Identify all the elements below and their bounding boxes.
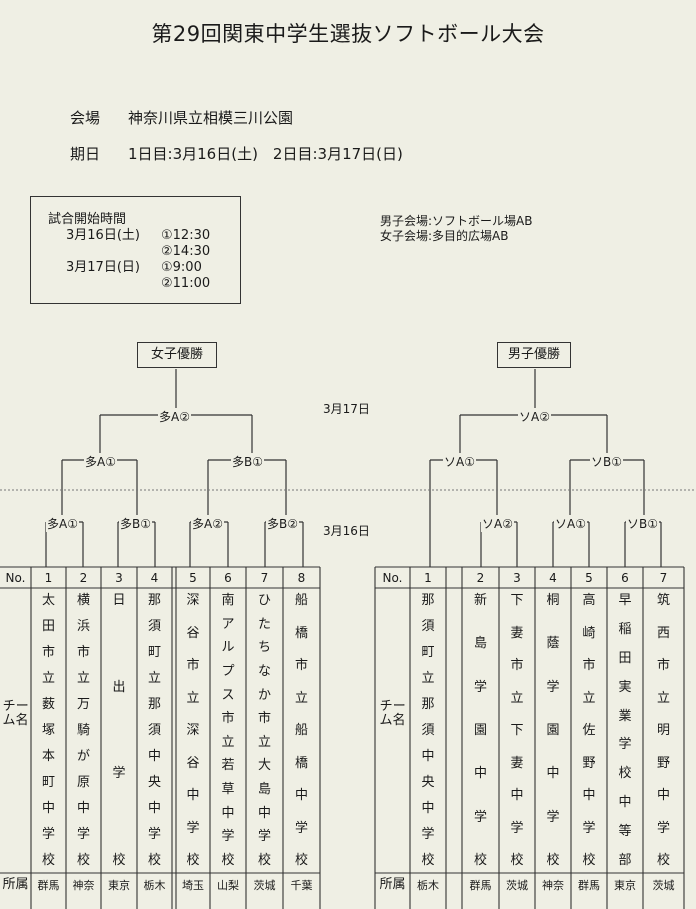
boys-team-no: 7 bbox=[659, 571, 668, 585]
girls-team-no: 3 bbox=[115, 571, 123, 585]
boys-team-pref: 栃木 bbox=[417, 879, 439, 892]
boys-team-label: チーム名 bbox=[379, 699, 406, 728]
boys-team-name: 桐蔭学園中学校 bbox=[546, 593, 560, 868]
boys-r1-2-node: ソA① bbox=[554, 515, 587, 532]
girls-team-name: ひたちなか市立大島中学校 bbox=[257, 593, 271, 868]
girls-r1-4-node: 多B② bbox=[266, 515, 299, 532]
girls-no-header: No. bbox=[5, 571, 26, 585]
boys-r1-3-node: ソB① bbox=[626, 515, 659, 532]
date-value: 1日目:3月16日(土) 2日目:3月17日(日) bbox=[128, 145, 403, 163]
boys-hall: 男子会場:ソフトボール場AB bbox=[380, 214, 533, 228]
girls-winner-box: 女子優勝 bbox=[137, 342, 217, 368]
girls-team-name: 船橋市立船橋中学校 bbox=[294, 593, 308, 868]
girls-team-no: 6 bbox=[224, 571, 232, 585]
boys-pref-label: 所属 bbox=[379, 877, 406, 892]
girls-r1-3-node: 多A② bbox=[191, 515, 224, 532]
boys-semi-1-node: ソA① bbox=[443, 453, 476, 470]
day1-slot-1: ①12:30 bbox=[161, 228, 211, 243]
girls-team-pref: 千葉 bbox=[290, 879, 313, 892]
boys-team-no: 4 bbox=[549, 571, 557, 585]
boys-team-pref: 神奈 bbox=[542, 879, 564, 892]
girls-r1-1-node: 多A① bbox=[46, 515, 79, 532]
start-times-heading: 試合開始時間 bbox=[48, 212, 127, 227]
day1-date: 3月16日(土) bbox=[66, 228, 140, 243]
girls-team-name: 深谷市立深谷中学校 bbox=[186, 593, 200, 868]
girls-team-no: 2 bbox=[79, 571, 88, 585]
girls-team-pref: 群馬 bbox=[37, 879, 60, 892]
boys-winner-box: 男子優勝 bbox=[497, 342, 571, 368]
day2-date: 3月17日(日) bbox=[66, 260, 140, 275]
boys-team-pref: 群馬 bbox=[469, 879, 492, 892]
girls-pref-label: 所属 bbox=[2, 877, 29, 892]
boys-final-node: ソA② bbox=[518, 408, 551, 425]
boys-team-name: 下妻市立下妻中学校 bbox=[510, 593, 524, 868]
boys-team-no: 6 bbox=[621, 571, 629, 585]
boys-team-no: 5 bbox=[585, 571, 593, 585]
girls-team-pref: 埼玉 bbox=[182, 879, 204, 892]
boys-team-name: 那須町立那須中央中学校 bbox=[421, 593, 435, 868]
girls-team-no: 5 bbox=[189, 571, 197, 585]
boys-team-no: 2 bbox=[476, 571, 485, 585]
girls-r1-2-node: 多B① bbox=[119, 515, 152, 532]
girls-team-name: 日出学校 bbox=[112, 593, 126, 868]
girls-semi-1-node: 多A① bbox=[84, 453, 117, 470]
girls-team-no: 8 bbox=[297, 571, 306, 585]
girls-team-name: 南アルプス市立若草中学校 bbox=[221, 593, 235, 868]
day2-slot-2: ②11:00 bbox=[161, 276, 211, 291]
girls-team-name: 横浜市立万騎が原中学校 bbox=[76, 593, 90, 868]
girls-team-label: チーム名 bbox=[2, 699, 29, 728]
girls-team-pref: 東京 bbox=[108, 879, 130, 892]
boys-team-name: 高崎市立佐野中学校 bbox=[582, 593, 596, 868]
boys-team-no: 1 bbox=[424, 571, 432, 585]
venue-label: 会場 bbox=[70, 109, 101, 127]
venue-line: 会場 神奈川県立相模三川公園 bbox=[70, 107, 293, 128]
boys-team-pref: 茨城 bbox=[652, 879, 675, 892]
girls-semi-2-node: 多B① bbox=[231, 453, 264, 470]
boys-team-name: 早稲田実業学校中等部 bbox=[618, 593, 632, 868]
venue-value: 神奈川県立相模三川公園 bbox=[128, 109, 294, 127]
halls-info: 男子会場:ソフトボール場AB 女子会場:多目的広場AB bbox=[380, 214, 533, 244]
girls-team-pref: 茨城 bbox=[253, 879, 276, 892]
day1-slot-2: ②14:30 bbox=[161, 244, 211, 259]
girls-team-name: 那須町立那須中央中学校 bbox=[147, 593, 161, 868]
date-line: 期日 1日目:3月16日(土) 2日目:3月17日(日) bbox=[70, 143, 403, 164]
girls-team-no: 1 bbox=[44, 571, 53, 585]
girls-team-no: 4 bbox=[150, 571, 159, 585]
girls-team-name: 太田市立薮塚本町中学校 bbox=[41, 593, 55, 868]
day2-slot-1: ①9:00 bbox=[161, 260, 202, 275]
boys-team-name: 新島学園中学校 bbox=[473, 593, 487, 868]
final-day-label: 3月17日 bbox=[323, 402, 370, 416]
girls-hall: 女子会場:多目的広場AB bbox=[380, 229, 509, 243]
boys-team-no: 3 bbox=[513, 571, 521, 585]
boys-team-pref: 群馬 bbox=[578, 879, 600, 892]
boys-team-pref: 茨城 bbox=[506, 879, 528, 892]
boys-team-name: 筑西市立明野中学校 bbox=[656, 593, 670, 868]
boys-team-pref: 東京 bbox=[614, 879, 636, 892]
start-times-box: 試合開始時間 3月16日(土) ①12:30 ②14:30 3月17日(日) ①… bbox=[30, 196, 241, 304]
boys-semi-2-node: ソB① bbox=[590, 453, 623, 470]
girls-team-pref: 神奈 bbox=[72, 879, 95, 892]
page-title: 第29回関東中学生選抜ソフトボール大会 bbox=[151, 22, 545, 46]
boys-no-header: No. bbox=[382, 571, 403, 585]
girls-final-node: 多A② bbox=[158, 408, 191, 425]
girls-team-no: 7 bbox=[260, 571, 269, 585]
girls-team-pref: 栃木 bbox=[143, 879, 166, 892]
boys-r1-1-node: ソA② bbox=[481, 515, 514, 532]
date-label: 期日 bbox=[70, 145, 101, 163]
girls-team-pref: 山梨 bbox=[217, 879, 239, 892]
first-day-label: 3月16日 bbox=[323, 524, 370, 538]
